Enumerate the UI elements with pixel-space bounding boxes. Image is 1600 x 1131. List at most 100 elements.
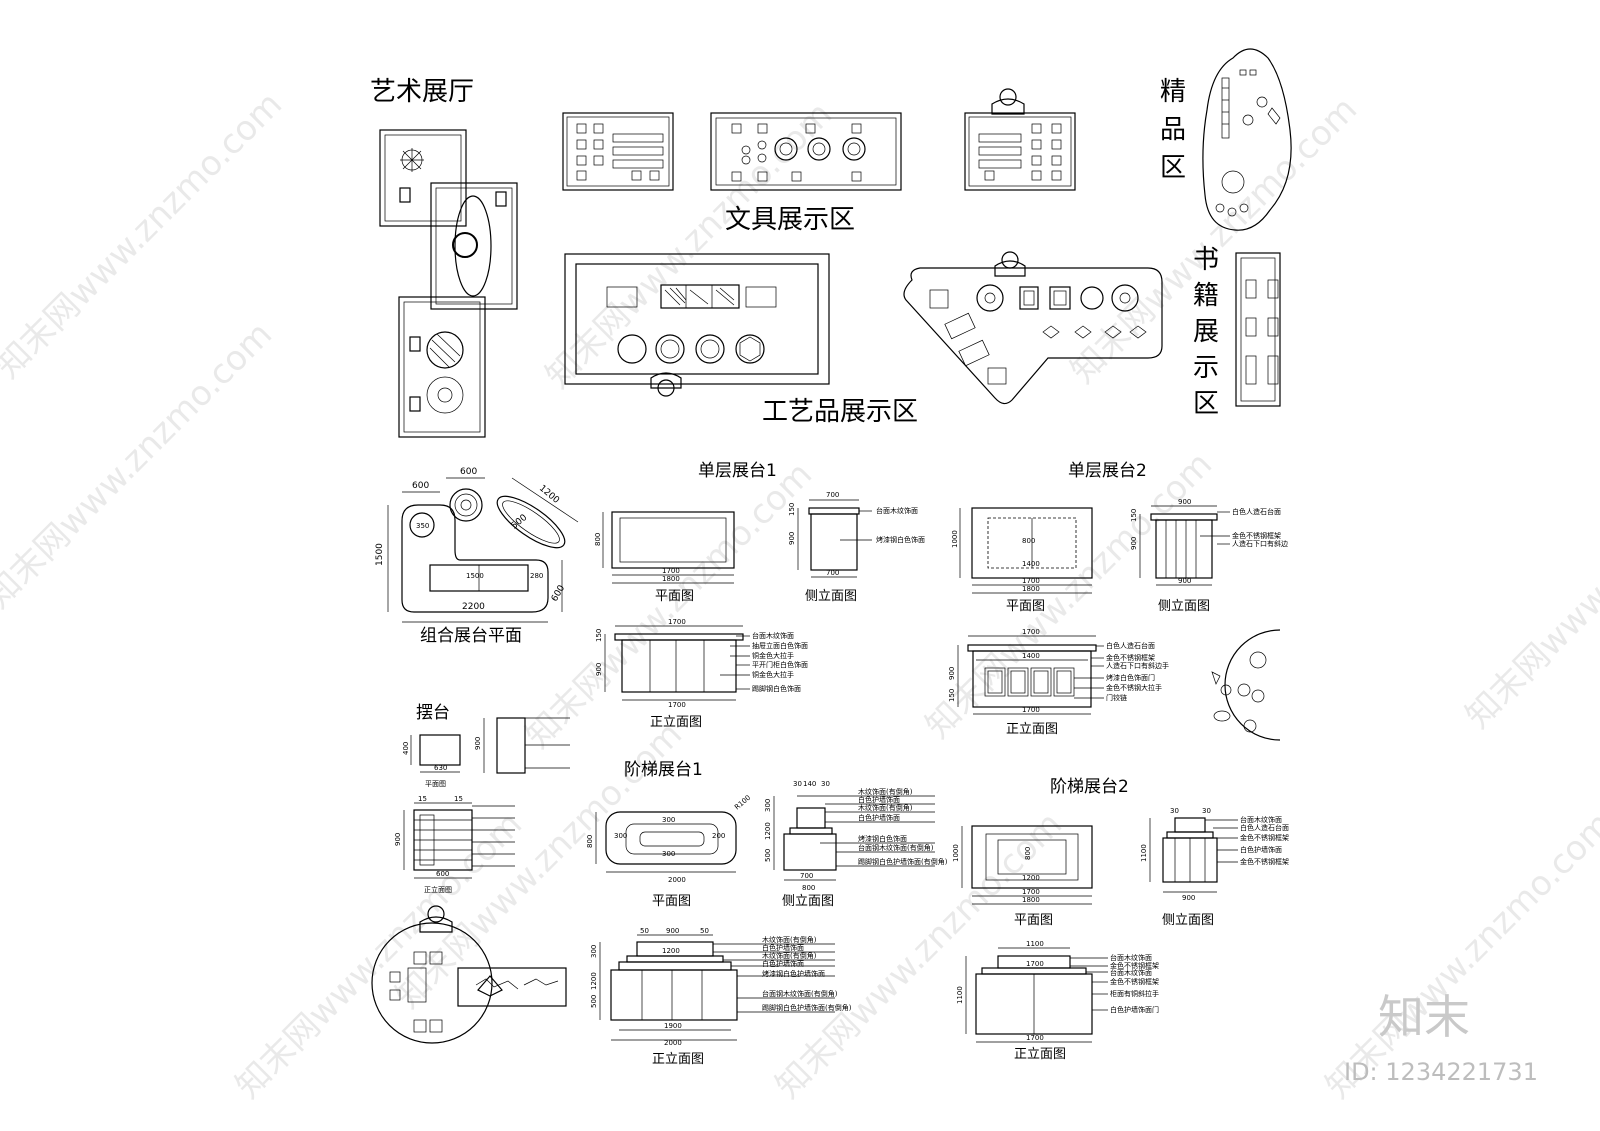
combo-plan [387,477,579,623]
dim: 700 [826,569,839,577]
vertical-char: 精 [1160,77,1186,107]
title-stationery: 文具展示区 [725,205,855,235]
dim: 2200 [462,602,485,612]
dim: 700 [826,491,839,499]
caption-plan: 平面图 [655,589,694,604]
title-single2: 单层展台2 [1068,461,1147,481]
note: 踢脚钢白色饰面 [752,684,801,693]
dim: 500 [590,995,598,1008]
brand-logo-text: 知末 [1378,990,1470,1044]
dim: 1500 [375,543,385,566]
dim: 1500 [466,572,484,580]
note: 台面木纹饰面 [752,631,794,640]
dim: 500 [510,513,530,532]
note: 白色护墙饰面 [858,813,900,822]
stair2-plan [961,825,1093,905]
caption-side-2: 侧立面图 [1158,599,1210,614]
note: 人造石下口有斜边手 [1106,661,1169,670]
vertical-char: 区 [1160,153,1186,183]
dim: 1900 [664,1022,682,1030]
note: 木纹饰面(有倒角) [858,787,913,796]
note: 平开门柜白色饰面 [752,660,808,669]
dim: 30 [1202,807,1211,815]
dim: 280 [530,572,543,580]
dim: 1100 [956,986,964,1004]
note: 金色不锈钢框架 [1240,833,1289,842]
stair1-plan [595,811,737,873]
dim: 900 [666,927,679,935]
dim: 300 [662,816,675,824]
dim: 30 [793,780,802,788]
dim: 800 [1024,847,1032,860]
dim: 900 [788,532,796,545]
note: 白色人造石台面 [1232,507,1281,516]
caption-front-5: 正立面图 [1014,1047,1066,1062]
watermark-7: 知末网www.znzmo.com [918,444,1220,746]
title-stair1: 阶梯展台1 [624,760,703,780]
dim: 15 [418,795,427,803]
note: 白色人造石台面 [1240,823,1289,832]
note: 白色人造石台面 [1106,641,1155,650]
dim: 1800 [662,575,680,583]
dim: 1100 [1140,844,1148,862]
note: 白色护墙饰面 [1240,845,1282,854]
dim: 600 [550,583,567,603]
dim: 1200 [1022,874,1040,882]
note: 白色护墙饰面门 [1110,1005,1159,1014]
note: 白色护墙饰面 [858,795,900,804]
dim: 150 [788,503,796,516]
dim: 2000 [668,876,686,884]
books-plan [1235,252,1281,407]
dim: 15 [454,795,463,803]
note: 木纹饰面(有倒角) [858,803,913,812]
dim: 50 [700,927,709,935]
dim: 1700 [1022,706,1040,714]
dim: 300 [764,799,772,812]
single2-plan [959,507,1093,594]
dim: 600 [436,870,449,878]
stand-plan [410,734,461,773]
note: 台面钢木纹饰面(有倒角) [762,989,838,998]
person-icon-3 [994,251,1026,277]
dim: 1700 [1022,577,1040,585]
note: 台面木纹饰面 [876,506,918,515]
dim: 1100 [1026,940,1044,948]
dim: 300 [590,945,598,958]
note: 金色不锈钢框架 [1110,977,1159,986]
dim: 900 [1182,894,1195,902]
single1-front [604,625,750,701]
dim: 1700 [1022,888,1040,896]
caption-plan-3: 平面图 [425,780,446,788]
dim: 500 [764,849,772,862]
note: 白色护墙饰面 [762,959,804,968]
dim: 50 [640,927,649,935]
vertical-char: 籍 [1193,281,1219,311]
vertical-char: 书 [1193,245,1219,275]
dim: R100 [733,794,752,812]
caption-plan-5: 平面图 [1014,913,1053,928]
note: 金色不锈钢框架 [1110,961,1159,970]
title-books: 书籍展示区 [1193,245,1219,419]
dim: 800 [586,835,594,848]
dim: 1200 [590,972,598,990]
dim: 1700 [662,567,680,575]
dim: 900 [474,737,482,750]
stand-side [483,717,570,774]
caption-front-2: 正立面图 [1006,722,1058,737]
caption-front-3: 正立面图 [424,885,452,894]
stair1-front [599,934,835,1041]
note: 烤漆钢白色饰面 [876,535,925,544]
note: 门铰链 [1106,693,1127,702]
title-art-hall: 艺术展厅 [370,77,474,107]
note: 柜面有铜斜拉手 [1110,989,1159,998]
caption-side-3: 侧立面图 [782,894,834,909]
dim: 800 [1022,537,1035,545]
dim: 350 [416,522,429,530]
dim: 600 [412,481,429,491]
dim: 1700 [668,618,686,626]
stationery-plan [562,88,1076,191]
note: 踢脚钢白色护墙饰面(有倒角) [858,857,948,866]
dim: 900 [1178,498,1191,506]
note: 木纹饰面(有倒角) [762,935,817,944]
